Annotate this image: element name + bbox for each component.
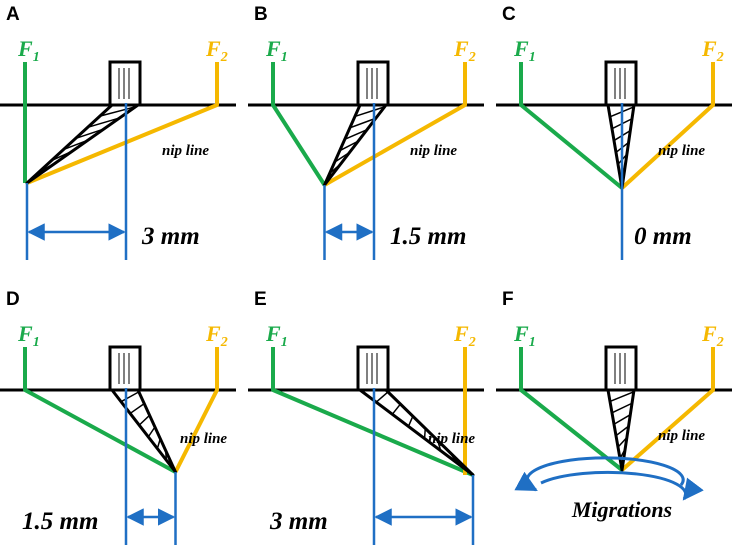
blade-holder [604,60,638,107]
panel-c: C 0 mm F1 F2 nip line [496,4,732,260]
f1-label: F1 [513,321,536,350]
f1-tension-line [271,62,327,187]
f1-tension-line [23,347,177,474]
blade-hatch [617,437,628,448]
distance-label: 3 mm [141,223,200,250]
blade-hatch [75,128,104,140]
f2-label: F2 [205,321,228,350]
f2-label: F2 [453,36,476,65]
blade-hatch [164,450,168,461]
f1-tension-line [519,347,624,472]
panel-a: A 3 mm F1 F2 nip line [0,4,236,260]
f1-label: F1 [17,321,40,350]
blade-hatch [129,402,145,415]
f2-nip-line [26,62,219,185]
blade-hatch [391,403,402,415]
f2-nip-line [620,62,715,190]
blade-hatch [436,440,442,451]
blade-hatch [449,452,458,464]
panel-label: F [502,289,514,310]
f1-label: F1 [17,36,40,65]
nip-line-label: nip line [162,143,209,159]
panel-e: E 3 mm F1 F2 nip line [248,289,484,545]
migrations-label: Migrations [571,497,672,522]
blade-hatch [334,151,350,163]
panel-b: B 1.5 mm F1 F2 nip line [248,4,484,260]
blade-holder [108,345,142,392]
blade-hatch [156,438,162,449]
nip-line-label: nip line [658,428,705,444]
blade-hatch [87,117,120,129]
panel-d: D 1.5 mm F1 F2 nip line [0,289,236,545]
f2-label: F2 [701,36,724,65]
blade-hatch [344,128,368,140]
f2-label: F2 [453,321,476,350]
blade-holder [356,345,390,392]
nip-line-label: nip line [180,431,227,447]
panel-label: C [502,4,516,25]
panel-label: E [254,289,267,310]
f1-tension-line [271,347,474,477]
blade-hatch [329,163,342,175]
nip-line-label: nip line [410,143,457,159]
f2-nip-line [173,347,219,473]
blade-hatch [138,414,151,426]
distance-label: 3 mm [269,508,328,535]
migration-arrow-upper [540,470,704,501]
blade-hatch [613,414,631,425]
distance-label: 1.5 mm [22,508,98,535]
f2-nip-line [323,62,467,187]
blade-hatch [611,402,633,414]
f1-label: F1 [265,321,288,350]
blade-hatch [147,426,156,438]
f2-nip-line [620,347,715,472]
f1-label: F1 [265,36,288,65]
blade-hatch [120,391,140,403]
blade-hatch [63,139,89,151]
nip-line-label: nip line [428,431,475,447]
blade-holder [356,60,390,107]
blade-hatch [615,425,630,437]
blade-hatch [38,161,57,173]
f1-tension-line [519,62,624,190]
blade-hatch [354,106,385,118]
distance-label: 0 mm [634,223,692,250]
blade-hatch [375,391,389,403]
blade-hatch [407,415,414,427]
panel-label: A [6,4,20,25]
blade-holder [108,60,142,107]
blade-hatch [99,106,136,117]
nip-line-label: nip line [658,143,705,159]
distance-label: 1.5 mm [390,223,466,250]
blade-hatch [423,428,427,439]
blade-hatch [349,117,377,129]
blade-holder [604,345,638,392]
panel-label: D [6,289,20,310]
f1-label: F1 [513,36,536,65]
blade-hatch [50,150,73,162]
blade-hatch [339,140,359,152]
blade-hatch [609,391,635,403]
migration-arrow-lower [514,456,685,492]
f2-label: F2 [701,321,724,350]
f2-label: F2 [205,36,228,65]
panel-label: B [254,4,268,25]
